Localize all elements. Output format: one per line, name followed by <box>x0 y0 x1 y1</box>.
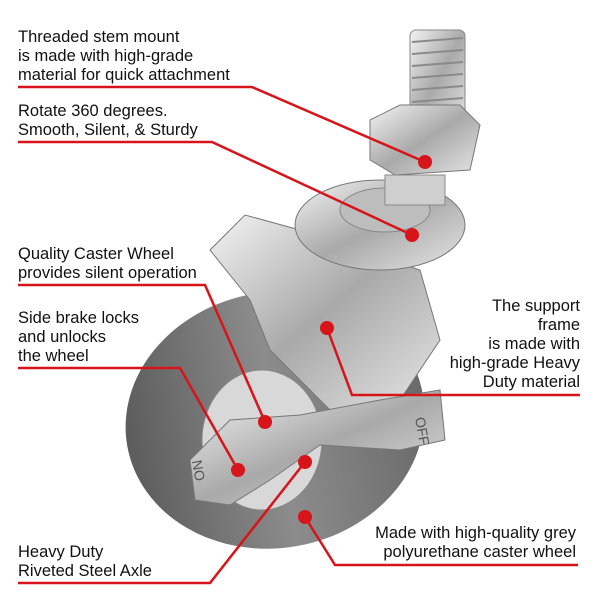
callout-frame: The support frame is made with high-grad… <box>450 297 580 392</box>
leader-lines <box>18 85 580 585</box>
callout-text: is made with high-grade <box>18 47 194 65</box>
callout-dot-stem <box>418 155 432 169</box>
callout-text: polyurethane caster wheel <box>383 543 576 561</box>
stem-collar <box>384 174 446 206</box>
callout-text: Threaded stem mount <box>18 28 180 46</box>
hex-nut <box>369 104 481 176</box>
callout-brake: Side brake locks and unlocks the wheel <box>18 309 139 366</box>
callout-text: provides silent operation <box>18 264 197 282</box>
brake-off-mark: OFF <box>412 416 433 446</box>
callout-dot-axle <box>298 455 312 469</box>
callout-rotate: Rotate 360 degrees. Smooth, Silent, & St… <box>18 102 198 140</box>
callout-dots <box>231 155 432 524</box>
callout-stem: Threaded stem mount is made with high-gr… <box>18 28 230 85</box>
callout-text: Riveted Steel Axle <box>18 562 152 580</box>
callout-wheel: Quality Caster Wheel provides silent ope… <box>18 245 197 283</box>
callout-text: Duty material <box>482 373 580 391</box>
callout-dot-brake <box>231 463 245 477</box>
callout-dot-frame <box>320 321 334 335</box>
callout-text: Smooth, Silent, & Sturdy <box>18 121 198 139</box>
callout-text: Quality Caster Wheel <box>18 245 174 263</box>
callout-text: the wheel <box>18 347 89 365</box>
callout-dot-tread <box>298 510 312 524</box>
callout-text: is made with <box>488 335 580 353</box>
callout-text: material for quick attachment <box>18 66 230 84</box>
callout-text: Side brake locks <box>18 309 140 327</box>
callout-text: and unlocks <box>18 328 107 346</box>
callout-dot-rotate <box>405 228 419 242</box>
callout-text: Made with high-quality grey <box>375 524 576 542</box>
callout-dot-wheel <box>258 415 272 429</box>
callout-text: The support <box>491 297 580 315</box>
callout-axle: Heavy Duty Riveted Steel Axle <box>18 543 152 581</box>
callout-text: high-grade Heavy <box>449 354 580 372</box>
brake-on-mark: ON <box>189 459 208 482</box>
brake-lever <box>189 389 446 506</box>
callout-text: Rotate 360 degrees. <box>18 102 168 120</box>
callout-tread: Made with high-quality grey polyurethane… <box>375 524 576 562</box>
callout-text: Heavy Duty <box>18 543 104 561</box>
stem-threads <box>411 37 464 115</box>
callout-text: frame <box>537 316 580 334</box>
